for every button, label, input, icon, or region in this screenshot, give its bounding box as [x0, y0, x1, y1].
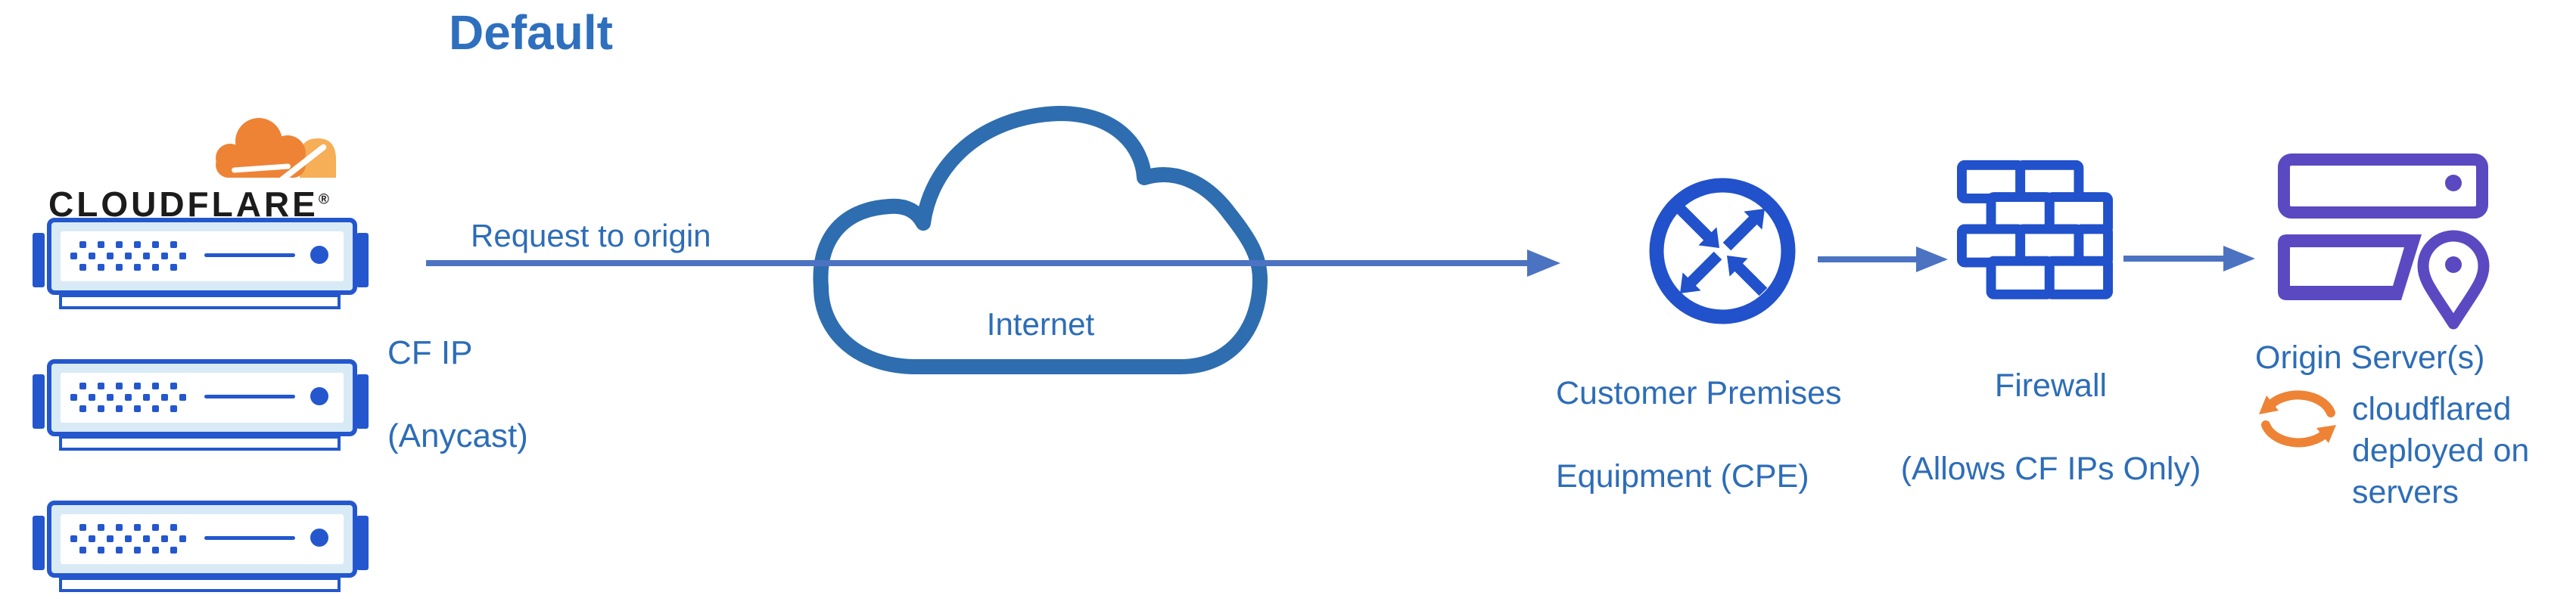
anycast-label: (Anycast) — [387, 417, 528, 454]
cpe-router-icon — [1649, 178, 1796, 324]
location-pin-icon — [2417, 230, 2490, 330]
firewall-label-line2: (Allows CF IPs Only) — [1900, 451, 2201, 488]
cf-ip-label: CF IP — [387, 334, 473, 371]
request-to-origin-label: Request to origin — [471, 218, 711, 253]
cloudflare-logo-icon — [216, 118, 336, 189]
page-title: Default — [449, 5, 613, 60]
sync-arrows-icon — [2259, 390, 2336, 448]
internet-cloud-icon — [813, 106, 1268, 374]
cloudflare-wordmark: CLOUDFLARE® — [48, 184, 329, 225]
firewall-icon — [1957, 160, 2113, 299]
internet-label: Internet — [986, 306, 1095, 342]
request-to-origin-arrowhead — [1527, 250, 1560, 277]
registered-mark: ® — [318, 191, 329, 208]
origin-label: Origin Server(s) — [2255, 340, 2485, 376]
cloudflared-note: cloudflared deployed on servers — [2352, 391, 2530, 511]
cpe-label-line1: Customer Premises — [1556, 375, 1842, 412]
cpe-to-firewall-arrowhead — [1916, 247, 1948, 272]
origin-server-icon — [2278, 154, 2490, 330]
firewall-to-origin-arrowhead — [2223, 246, 2255, 271]
cpe-label-line2: Equipment (CPE) — [1556, 458, 1809, 495]
wordmark-text: CLOUDFLARE — [48, 185, 319, 224]
firewall-label-line1: Firewall — [1994, 367, 2108, 405]
